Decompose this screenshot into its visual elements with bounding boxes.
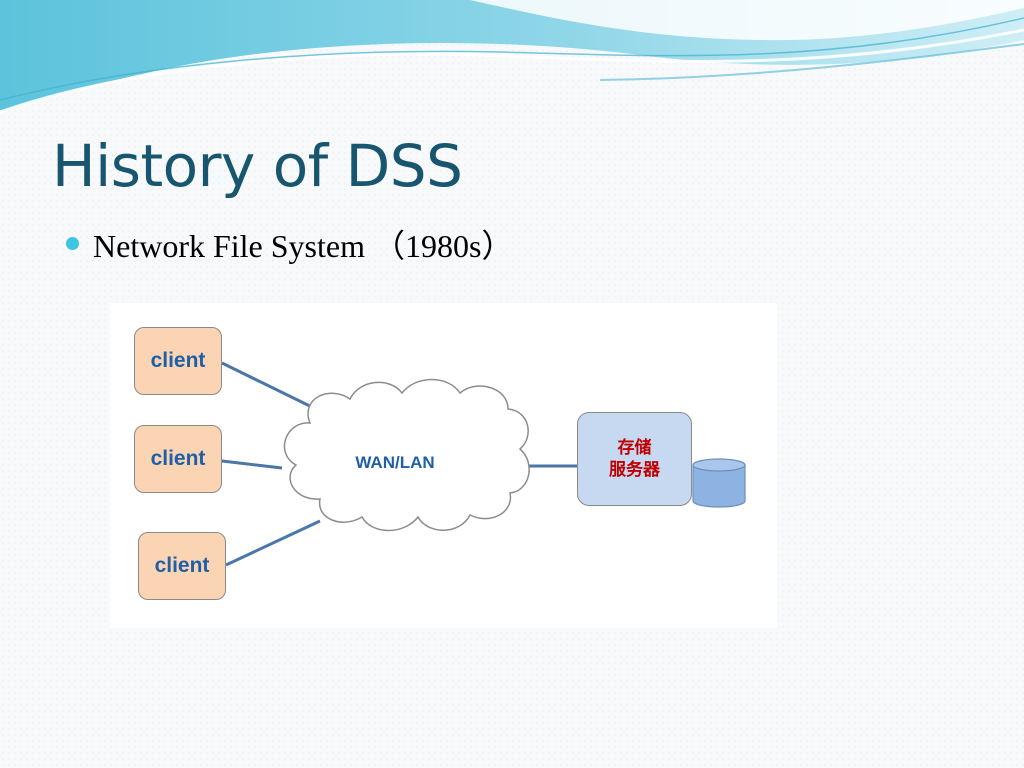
bullet-item: Network File System （1980s） xyxy=(66,222,513,266)
bullet-text: Network File System （1980s） xyxy=(93,228,514,264)
server-label-line1: 存储 xyxy=(617,438,652,458)
client-label: client xyxy=(150,349,206,372)
client-node: client xyxy=(138,532,226,600)
diagram-graphics xyxy=(221,361,746,567)
client-label: client xyxy=(150,447,206,470)
storage-server-node: 存储 服务器 xyxy=(577,412,692,506)
database-icon xyxy=(692,458,746,508)
network-label: WAN/LAN xyxy=(355,453,435,472)
client-node: client xyxy=(134,425,222,493)
link-client3-network xyxy=(225,519,321,567)
slide-title: History of DSS xyxy=(52,132,463,200)
bullet-dot-icon xyxy=(66,236,79,250)
server-label-line2: 服务器 xyxy=(609,460,660,480)
network-cloud-shape xyxy=(283,378,530,532)
link-client1-network xyxy=(221,361,321,413)
header-wave-decoration xyxy=(0,0,1024,114)
link-client2-network xyxy=(221,459,283,470)
client-label: client xyxy=(154,554,210,577)
nfs-architecture-diagram: client client client WAN/LAN 存储 服务器 xyxy=(110,303,777,628)
client-node: client xyxy=(134,327,222,395)
